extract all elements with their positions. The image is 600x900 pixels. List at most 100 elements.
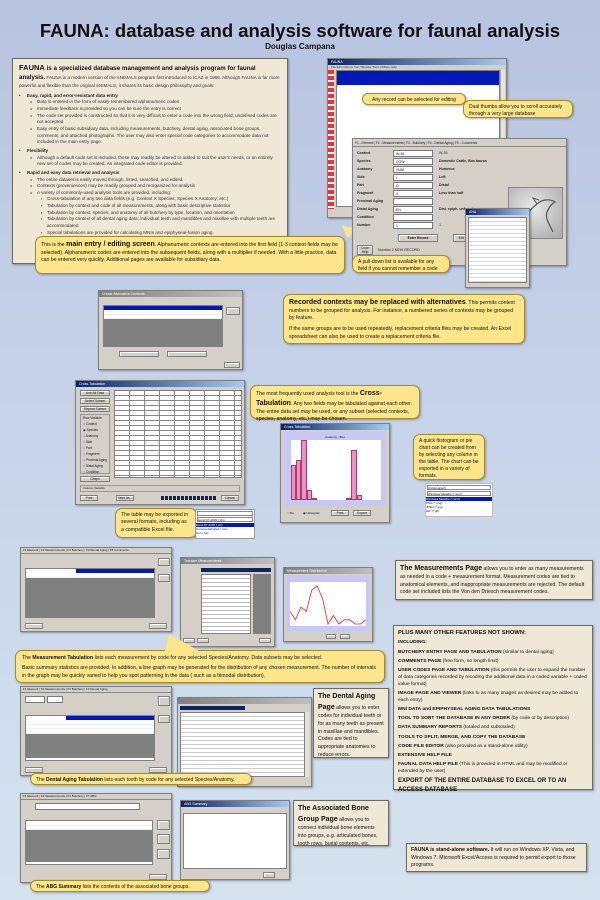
list-row [104, 315, 222, 319]
code-help-button[interactable] [25, 767, 43, 773]
print-button[interactable]: Print [331, 510, 349, 516]
measurements-entry-window: F1 Element | F2 Measurements | F3 Butche… [20, 547, 172, 632]
radio-species[interactable]: ◉ Species [83, 428, 99, 432]
return-button[interactable] [149, 623, 167, 629]
cancel-button[interactable] [224, 362, 240, 368]
export-option[interactable]: Excel 97-2003 (.xls) [197, 517, 253, 522]
export-option[interactable]: Comma delimited (.csv) [196, 527, 228, 531]
code-help-button[interactable]: Code Help [357, 245, 373, 255]
histogram-radio[interactable]: ◉ Histogram [303, 511, 321, 515]
format-option[interactable]: GIF (*.gif) [426, 509, 440, 513]
entry-tabs[interactable]: F1 Element | F2 Measurements | F3 Butche… [21, 794, 171, 800]
tab-comments[interactable]: F5 - Comments [455, 141, 478, 145]
output-graph-select[interactable]: Output graph [427, 485, 491, 490]
table-scrollbar[interactable] [305, 712, 309, 777]
delete-abg-button[interactable] [157, 849, 170, 859]
print-button[interactable]: Print [80, 495, 98, 501]
select-subset-button[interactable]: Select Subset [80, 398, 110, 404]
format-select[interactable]: Windows Metafile (*.wmf) [427, 491, 491, 496]
cancel-button[interactable]: Cancel [221, 495, 239, 501]
horse-icon [520, 197, 557, 234]
crosstab-table[interactable] [114, 390, 242, 478]
add-button[interactable] [157, 820, 170, 830]
tab-butchery[interactable]: F3 - Butchery [406, 141, 426, 145]
context-list[interactable] [103, 305, 223, 347]
selected-row[interactable] [104, 306, 222, 310]
tooth-code-input[interactable] [25, 696, 45, 703]
use-all-data-button[interactable]: Use All Data [80, 390, 110, 396]
print-button[interactable] [326, 634, 336, 639]
context-input[interactable]: W-35 [393, 150, 433, 157]
close-button[interactable] [259, 638, 271, 643]
delete-row-button[interactable] [158, 574, 170, 582]
cancel-edit-button[interactable] [158, 558, 170, 566]
tab-dental-aging[interactable]: F4 - Dental Aging [427, 141, 453, 145]
enter-record-button[interactable]: Enter Record [398, 234, 438, 242]
selected-row[interactable] [66, 716, 154, 720]
histogram-bar [356, 495, 362, 500]
cancel-edit-button[interactable] [158, 696, 170, 706]
goal-item: Contexts (proveniences) may be readily g… [19, 183, 281, 190]
delete-row-button[interactable] [158, 715, 170, 723]
export-button[interactable]: Export [353, 510, 371, 516]
radio-proximal-aging[interactable]: ○ Proximal Aging [83, 458, 108, 462]
radio-fragment[interactable]: ○ Fragment [83, 452, 100, 456]
cancel-edit-button[interactable] [157, 834, 170, 844]
dental-table[interactable] [180, 712, 305, 777]
entry-tabs[interactable]: F1 - Element | F2 - Measurements | F3 - … [353, 139, 566, 147]
species-select[interactable] [201, 568, 271, 572]
radio-anatomy[interactable]: ○ Anatomy [83, 434, 99, 438]
format-option[interactable]: PNG (*.png) [426, 501, 443, 505]
return-button[interactable] [149, 767, 167, 773]
part-input[interactable]: D [393, 182, 433, 189]
format-option[interactable]: JPEG (*.jpg) [426, 505, 443, 509]
export-option-selected[interactable]: Excel 97-2003 (.xls) [196, 523, 254, 527]
species-select[interactable] [180, 706, 245, 710]
condition-input[interactable] [393, 214, 433, 221]
radio-distal-aging[interactable]: ○ Distal Aging [83, 464, 103, 468]
radio-side[interactable]: ○ Side [83, 440, 93, 444]
create-context-file-button[interactable] [119, 351, 159, 357]
code-help-button[interactable] [25, 623, 43, 629]
side-input[interactable]: L [393, 174, 433, 181]
proximal-aging-input[interactable] [393, 198, 433, 205]
graph-button[interactable]: Graph [80, 476, 110, 482]
distal-aging-input[interactable]: EN [393, 206, 433, 213]
format-option-selected[interactable]: Windows Metafile (*.wmf) [426, 497, 492, 501]
repeat-subset-button[interactable]: Repeat Subset [80, 406, 110, 412]
entry-tabs[interactable]: F1 Element | F2 Measurements | F3 Butche… [21, 548, 171, 554]
number-input[interactable]: 1 [393, 222, 433, 229]
load-context-file-button[interactable] [167, 351, 207, 357]
tab-measurements[interactable]: F2 - Measurements [375, 141, 404, 145]
abg-panel: The Associated Bone Group Page allows yo… [293, 800, 389, 847]
pie-radio[interactable]: ○ Pie [287, 511, 294, 515]
export-button[interactable] [340, 634, 350, 639]
tab-element[interactable]: F1 - Element [355, 141, 374, 145]
tooth-list[interactable] [25, 715, 155, 761]
field-label: Proximal Aging [357, 199, 384, 203]
anatomy-input[interactable]: HUM [393, 166, 433, 173]
feature-export-line: EXPORT OF THE ENTIRE DATABASE TO EXCEL O… [398, 778, 567, 793]
entry-tabs[interactable]: F1 Element | F2 Measurements | F3 Butche… [21, 687, 171, 693]
wear-input[interactable] [47, 696, 63, 703]
return-button[interactable] [149, 874, 167, 880]
close-button[interactable] [263, 872, 275, 878]
radio-part[interactable]: ○ Part [83, 446, 92, 450]
save-type-select[interactable] [197, 511, 253, 516]
measurement-table[interactable] [201, 574, 251, 634]
code-list[interactable] [468, 217, 527, 283]
species-input[interactable]: COW [393, 158, 433, 165]
radio-context[interactable]: ○ Context [83, 422, 97, 426]
abg-select[interactable] [35, 803, 140, 810]
export-format-dropdown[interactable]: Excel 97-2003 (.xls) Excel 97-2003 (.xls… [195, 509, 255, 539]
export-option[interactable]: Text (.txt) [196, 531, 209, 535]
delete-line-button[interactable] [226, 307, 240, 315]
selected-record[interactable] [337, 71, 499, 85]
fragment-input[interactable]: 4 [393, 190, 433, 197]
selected-row[interactable] [76, 569, 154, 573]
graph-output-dropdown[interactable]: Output graph Windows Metafile (*.wmf) Wi… [425, 483, 493, 517]
radio-condition[interactable]: ○ Condition [83, 470, 100, 474]
abg-list[interactable] [25, 820, 153, 865]
save-as-button[interactable]: Save As... [116, 495, 134, 501]
measurement-list[interactable] [25, 568, 155, 618]
